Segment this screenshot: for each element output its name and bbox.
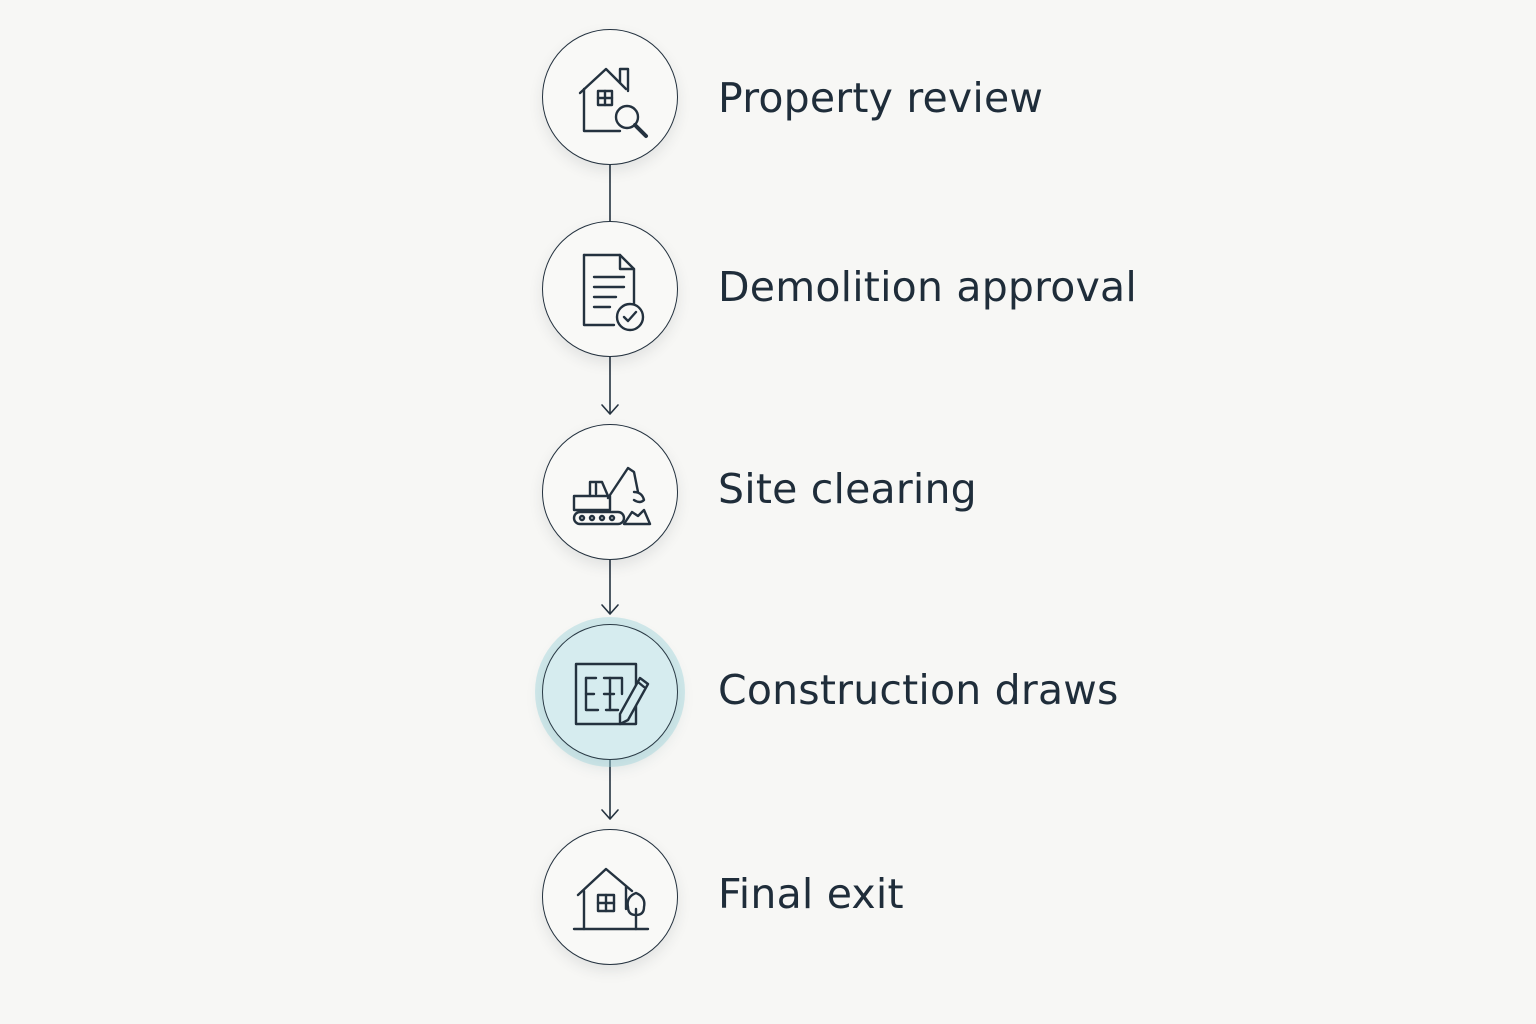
arrow-head-icon [601,809,619,820]
step-circle-site-clearing [542,424,678,560]
step-circle-demolition-approval [542,221,678,357]
connector-4 [601,760,619,820]
step-circle-final-exit [542,829,678,965]
step-label-final-exit: Final exit [718,870,904,918]
step-label-site-clearing: Site clearing [718,465,977,513]
arrow-head-icon [601,604,619,615]
step-circle-construction-draws [542,624,678,760]
connector-2 [601,357,619,415]
blueprint-pencil-icon [574,662,650,726]
step-label-demolition-approval: Demolition approval [718,263,1137,311]
step-label-property-review: Property review [718,74,1044,122]
connector-3 [601,560,619,615]
step-label-construction-draws: Construction draws [718,666,1119,714]
document-check-icon [582,253,645,332]
house-tree-icon [572,867,650,931]
arrow-head-icon [601,404,619,415]
house-search-icon [578,67,648,138]
step-circle-property-review [542,29,678,165]
excavator-icon [572,466,652,526]
